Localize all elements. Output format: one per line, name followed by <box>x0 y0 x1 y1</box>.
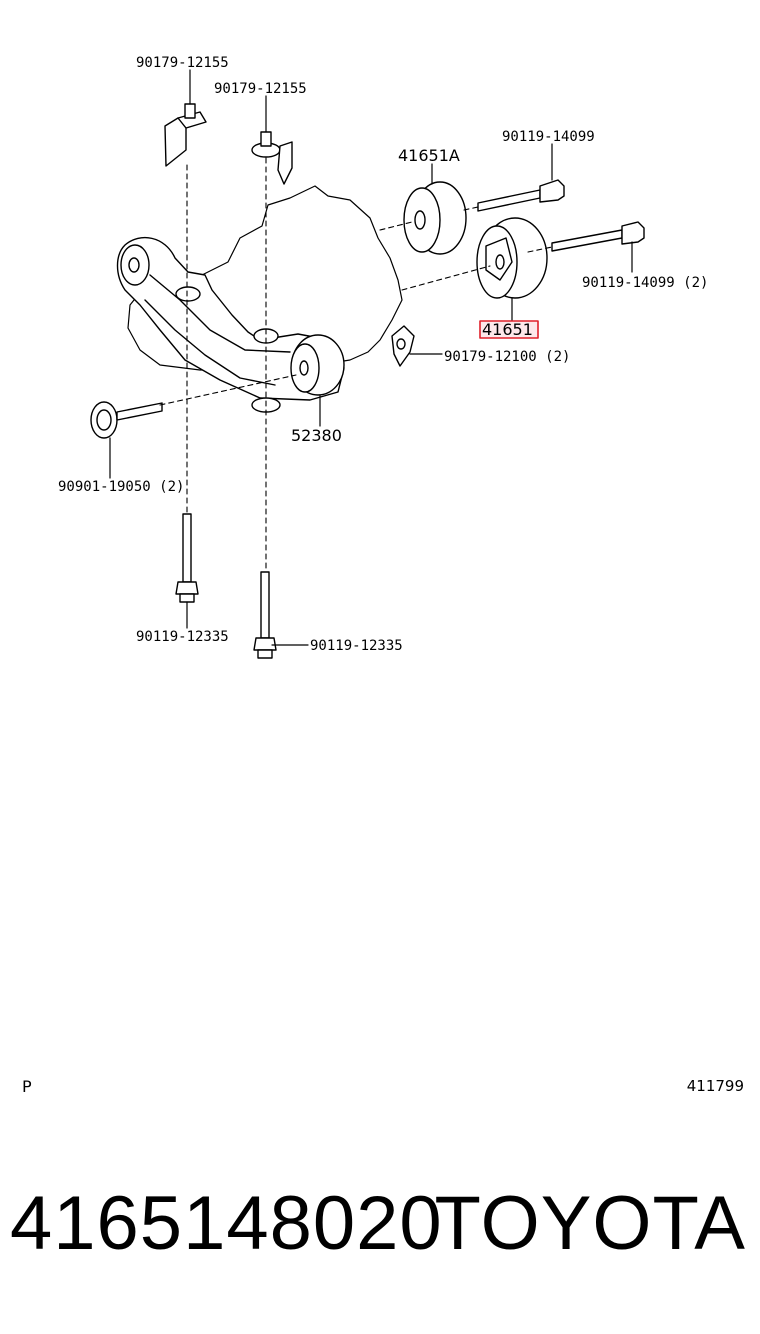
label-bolt-upper-right: 90119-14099 <box>502 129 595 145</box>
label-stud-bottom-mid: 90119-12335 <box>310 638 403 654</box>
bushing-41651-hole <box>495 254 505 270</box>
label-mount-52380: 52380 <box>291 426 342 445</box>
bracket-bolt-top-mid <box>251 131 293 185</box>
arm-boss-left <box>175 286 201 302</box>
carrier-left-eye-hole <box>128 257 140 273</box>
bushing-41651-face <box>476 225 518 299</box>
label-bolt-top-left: 90179-12155 <box>136 55 229 71</box>
bushing-41651a-face <box>403 187 441 253</box>
label-bolt-top-mid: 90179-12155 <box>214 81 307 97</box>
label-stud-bottom-left: 90119-12335 <box>136 629 229 645</box>
center-mount-hole <box>299 360 309 376</box>
differential-housing <box>127 185 403 371</box>
label-bolt-left: 90901-19050 (2) <box>58 479 184 495</box>
carrier-arm-lower <box>144 299 276 386</box>
leader-lines <box>109 69 633 646</box>
assembly-guide-lines <box>159 157 553 573</box>
label-bolt-lower-right: 90119-14099 (2) <box>582 275 708 291</box>
bushing-41651a-hole <box>414 210 426 230</box>
stud-bottom-mid <box>253 571 277 659</box>
bushing-41651-insert <box>485 237 513 281</box>
highlight-box-41651 <box>479 320 539 339</box>
bracket-bolt-top-left <box>164 103 207 167</box>
bolt-lower-right <box>551 221 645 252</box>
footer-left-code: P <box>22 1077 32 1096</box>
stud-bottom-left <box>175 513 199 603</box>
center-mount-face <box>290 343 320 393</box>
carrier-left-eye <box>120 244 150 286</box>
bolt-upper-right <box>477 179 565 212</box>
exploded-parts-diagram: 90179-12155 90179-12155 41651A 90119-140… <box>58 55 708 659</box>
nut-right <box>391 325 415 367</box>
part-number-caption: 4165148020 <box>10 1181 443 1266</box>
footer-right-code: 411799 <box>686 1077 744 1095</box>
brand-caption: TOYOTA <box>434 1181 746 1266</box>
carrier-arm-inner <box>149 274 291 353</box>
label-bushing-41651: 41651 <box>482 320 533 339</box>
label-bushing-41651a: 41651A <box>398 146 460 165</box>
label-nut-right: 90179-12100 (2) <box>444 349 570 365</box>
bolt-left <box>90 401 163 439</box>
